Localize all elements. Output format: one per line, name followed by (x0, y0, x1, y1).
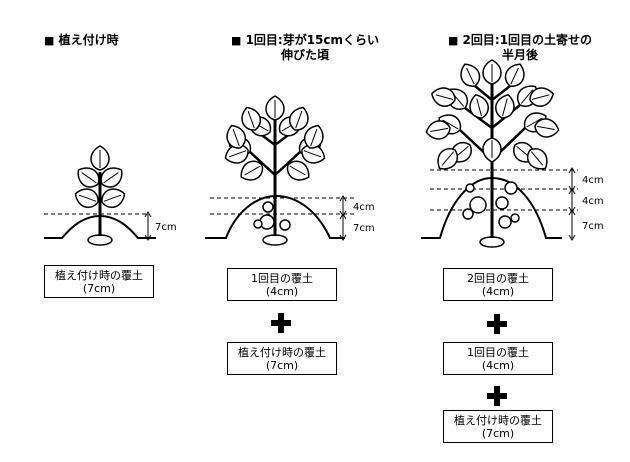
col2-box-first-soil: 1回目の覆土 (4cm) (227, 268, 337, 301)
box-label: 植え付け時の覆土 (454, 414, 542, 427)
box-value: (7cm) (82, 282, 116, 295)
plus-icon (487, 386, 507, 406)
box-value: (7cm) (481, 427, 515, 440)
square-bullet-icon: ■ (230, 34, 242, 47)
col3-plant-scene: 4cm 4cm 7cm (421, 59, 604, 248)
plus-icon (271, 313, 291, 333)
box-label: 植え付け時の覆土 (238, 346, 326, 359)
col2-title: ■ 1回目:芽が15cmくらい 伸びた頃 (205, 33, 405, 62)
box-value: (4cm) (481, 359, 515, 372)
measure-bracket: 4cm 7cm (339, 195, 375, 241)
col3-measure-1: 4cm (582, 175, 604, 186)
col1-plant-scene: 7cm (44, 145, 177, 246)
tubers (253, 201, 291, 231)
measure-bracket: 7cm (144, 211, 177, 241)
box-value: (4cm) (481, 285, 515, 298)
col2-title-line1: 1回目:芽が15cmくらい (245, 33, 380, 47)
box-label: 1回目の覆土 (251, 272, 313, 285)
tubers (462, 181, 520, 229)
col3-measure-2: 4cm (582, 196, 604, 207)
col3-title: ■ 2回目:1回目の土寄せの 半月後 (420, 33, 620, 62)
plus-icon (487, 314, 507, 334)
col1-title-text: 植え付け時 (58, 33, 119, 47)
seed-potato (87, 234, 113, 246)
measure-bracket: 4cm 4cm 7cm (568, 167, 604, 241)
col3-box-planting-soil: 植え付け時の覆土 (7cm) (443, 410, 553, 443)
col3-title-line2: 半月後 (501, 48, 538, 62)
col3-box-second-soil: 2回目の覆土 (4cm) (443, 268, 553, 301)
box-value: (7cm) (265, 359, 299, 372)
col3-measure-3: 7cm (582, 221, 604, 232)
seed-potato (262, 234, 288, 246)
box-value: (4cm) (265, 285, 299, 298)
seed-potato (479, 236, 505, 248)
col3-title-line1: 2回目:1回目の土寄せの (462, 33, 593, 47)
col3-box-first-soil: 1回目の覆土 (4cm) (443, 342, 553, 375)
box-label: 植え付け時の覆土 (55, 269, 143, 282)
col2-plant-scene: 4cm 7cm (205, 95, 375, 246)
col2-measure-2: 7cm (353, 223, 375, 234)
col1-box-planting-soil: 植え付け時の覆土 (7cm) (44, 265, 154, 298)
col1-measure: 7cm (155, 222, 177, 233)
col1-title: ■ 植え付け時 (44, 33, 152, 48)
square-bullet-icon: ■ (44, 34, 55, 47)
col2-measure-1: 4cm (353, 202, 375, 213)
col2-title-line2: 伸びた頃 (280, 48, 329, 62)
square-bullet-icon: ■ (447, 34, 459, 47)
box-label: 1回目の覆土 (467, 346, 529, 359)
box-label: 2回目の覆土 (467, 272, 529, 285)
col2-box-planting-soil: 植え付け時の覆土 (7cm) (227, 342, 337, 375)
